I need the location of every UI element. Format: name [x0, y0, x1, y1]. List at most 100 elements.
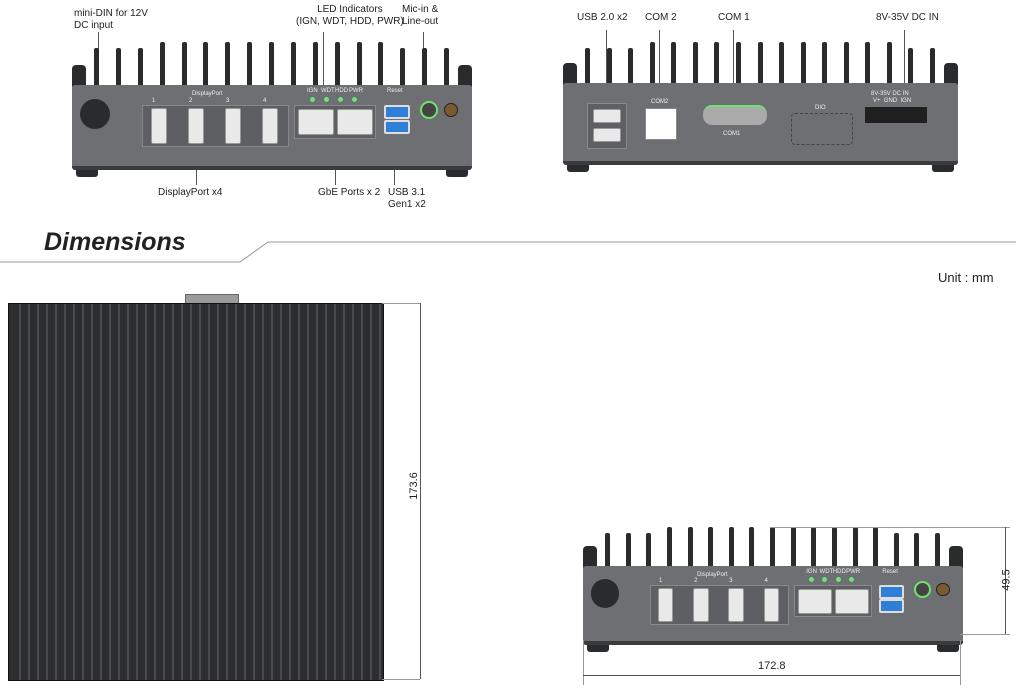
reset-label: Reset — [387, 88, 403, 94]
com1-label: COM1 — [723, 131, 741, 137]
displayport-4 — [763, 587, 779, 623]
heatsink-ridge — [379, 304, 381, 680]
heatsink-ridge — [136, 304, 138, 680]
foot — [76, 170, 98, 177]
mounting-ear — [563, 63, 577, 85]
usb20-port-1 — [593, 109, 621, 123]
displayport-2 — [693, 587, 709, 623]
displayport-4 — [262, 108, 278, 144]
heatsink-fin — [422, 48, 428, 85]
heatsink-fin — [181, 42, 187, 85]
heatsink-ridge — [118, 304, 120, 680]
com2-rj45-port — [645, 108, 677, 140]
heatsink-fin — [334, 42, 340, 85]
heatsink-fin — [269, 42, 274, 85]
heatsink-fin — [908, 48, 914, 83]
dcin-pins-label: V+ GND IGN — [873, 98, 912, 104]
mini-din-port — [80, 99, 110, 129]
foot — [587, 645, 609, 652]
heatsink-ridge — [109, 304, 111, 680]
depth-dimension: 173.6 — [407, 472, 420, 500]
heatsink-fin — [865, 42, 871, 83]
heatsink-fin — [800, 42, 806, 83]
heatsink-fin — [811, 527, 817, 566]
heatsink-ridge — [73, 304, 75, 680]
reset-label: Reset — [882, 568, 898, 575]
led-wdt — [324, 97, 329, 102]
heatsink-fin — [735, 42, 741, 83]
led-label: PWR — [349, 88, 363, 94]
heatsink-ridge — [37, 304, 39, 680]
audio-jack — [420, 101, 438, 119]
led-ign — [809, 577, 815, 583]
dp-number: 1 — [152, 98, 156, 104]
dio-label: DIO — [815, 105, 826, 111]
heatsink-fin — [687, 527, 693, 566]
width-dimension: 172.8 — [758, 660, 786, 672]
led-label: WDT — [819, 568, 834, 575]
heatsink-fin — [649, 42, 655, 83]
heatsink-fin — [728, 527, 734, 566]
heatsink-ridge — [64, 304, 66, 680]
heatsink-fin — [378, 42, 384, 85]
heatsink-ridge — [289, 304, 291, 680]
heatsink-ridge — [226, 304, 228, 680]
heatsink-ridge — [361, 304, 363, 680]
heatsink-ridge — [82, 304, 84, 680]
heatsink-ridge — [199, 304, 201, 680]
dcin-label: 8V-35V DC IN — [871, 91, 909, 97]
heatsink-fin — [757, 42, 763, 83]
mini-din-port — [590, 579, 620, 608]
heatsink-ridge — [307, 304, 309, 680]
displayport-1 — [151, 108, 167, 144]
dc-terminal-block — [865, 107, 927, 123]
callout-mic: Mic-in & Line-out — [402, 4, 439, 27]
displayport-3 — [225, 108, 241, 144]
dp-number: 1 — [659, 578, 663, 585]
heatsink-ridge — [145, 304, 147, 680]
heatsink-ridge — [181, 304, 183, 680]
com1-db9-port — [703, 105, 767, 125]
heatsink-ridge — [325, 304, 327, 680]
heatsink-ridge — [127, 304, 129, 680]
heatsink-fin — [625, 533, 631, 566]
foot — [937, 645, 959, 652]
displayport-label: DisplayPort — [192, 91, 223, 97]
heatsink-fin — [914, 533, 920, 566]
led-ign — [310, 97, 315, 102]
power-button — [936, 583, 950, 597]
heatsink-ridge — [28, 304, 30, 680]
dp-number: 4 — [764, 578, 768, 585]
heatsink-fin — [822, 42, 828, 83]
heatsink-ridge — [91, 304, 93, 680]
callout-led: LED Indicators (IGN, WDT, HDD, PWR) — [296, 4, 404, 27]
led-pwr — [849, 577, 854, 583]
led-hdd — [835, 577, 841, 583]
heatsink-ridge — [262, 304, 264, 680]
heatsink-fin — [671, 42, 677, 83]
heatsink-fin — [115, 48, 121, 85]
audio-jack — [913, 581, 931, 599]
led-label: HDD — [832, 568, 846, 575]
heatsink-ridge — [208, 304, 210, 680]
displayport-label: DisplayPort — [697, 571, 728, 578]
heatsink-fin — [605, 533, 610, 566]
displayport-panel — [649, 585, 790, 625]
heatsink-ridge — [370, 304, 372, 680]
heatsink-ridge — [55, 304, 57, 680]
callout-com2: COM 2 — [645, 12, 677, 23]
led-label: IGN — [307, 88, 318, 94]
gbe-panel — [294, 105, 376, 139]
heatsink-fin — [749, 527, 755, 566]
led-wdt — [822, 577, 828, 583]
usb20-port-2 — [593, 128, 621, 142]
heatsink-fin — [831, 527, 837, 566]
heatsink-fin — [159, 42, 165, 85]
heatsink-fin — [779, 42, 785, 83]
ethernet-port-2 — [337, 109, 373, 135]
heatsink-fin — [585, 48, 590, 83]
heatsink-ridge — [190, 304, 192, 680]
led-label: WDT — [321, 88, 335, 94]
heatsink-fin — [843, 42, 849, 83]
